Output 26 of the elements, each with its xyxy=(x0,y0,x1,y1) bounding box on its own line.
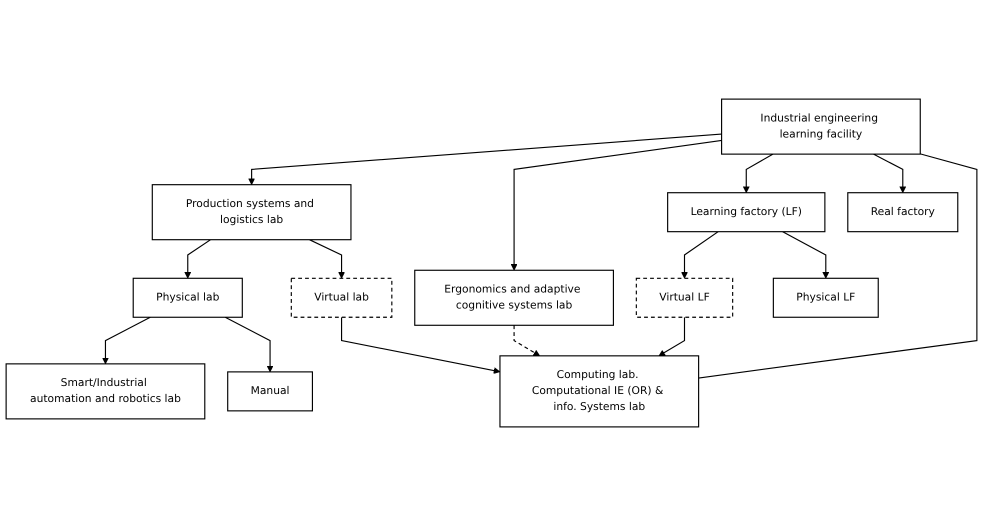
connector xyxy=(698,153,978,379)
arrow xyxy=(184,239,211,279)
node-box: Manual xyxy=(227,371,313,412)
node-box: Smart/Industrial automation and robotics lab xyxy=(6,363,206,420)
node-box: Real factory xyxy=(847,192,958,232)
arrow xyxy=(102,316,151,364)
arrow xyxy=(514,325,540,356)
node-box: Production systems and logistics lab xyxy=(152,184,352,240)
arrow xyxy=(742,154,774,193)
node-box: Physical LF xyxy=(772,278,879,318)
node-box: Learning factory (LF) xyxy=(667,192,826,232)
node-box: Virtual LF xyxy=(636,278,734,318)
arrow xyxy=(248,134,722,185)
arrow xyxy=(658,317,686,356)
node-box: Virtual lab xyxy=(290,278,392,318)
arrow xyxy=(341,317,500,374)
arrow xyxy=(782,231,830,279)
arrow xyxy=(510,140,722,271)
arrow xyxy=(681,231,718,279)
arrow xyxy=(224,316,274,372)
arrow xyxy=(873,154,906,193)
node-box: Ergonomics and adaptive cognitive systems lab xyxy=(414,270,614,326)
node-box: Physical lab xyxy=(132,278,243,318)
arrow xyxy=(309,239,345,279)
node-box: Computing lab. Computational IE (OR) & info. Systems lab xyxy=(499,355,700,428)
node-box: Industrial engineering learning facility xyxy=(721,98,921,155)
